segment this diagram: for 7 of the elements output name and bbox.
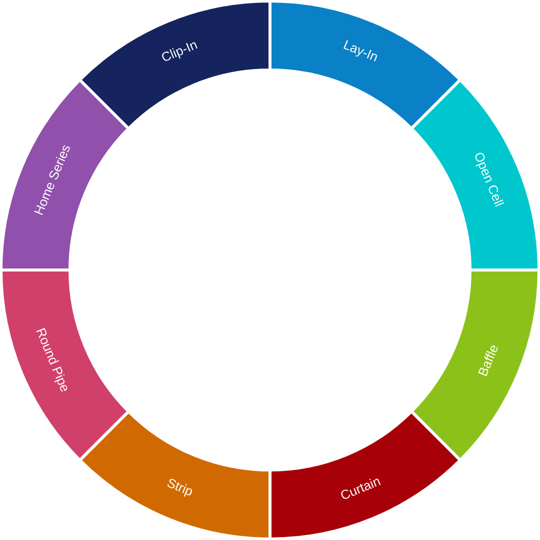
ring-segment: Clip-In	[78, 0, 272, 130]
ring-segment: Lay-In	[268, 0, 462, 130]
ring-segment: Open Cell	[410, 78, 540, 272]
ring-segment: Curtain	[268, 410, 462, 540]
ring-segment: Baffle	[410, 268, 540, 462]
ring-segment: Strip	[78, 410, 272, 540]
ring-segment: Home Series	[0, 78, 130, 272]
